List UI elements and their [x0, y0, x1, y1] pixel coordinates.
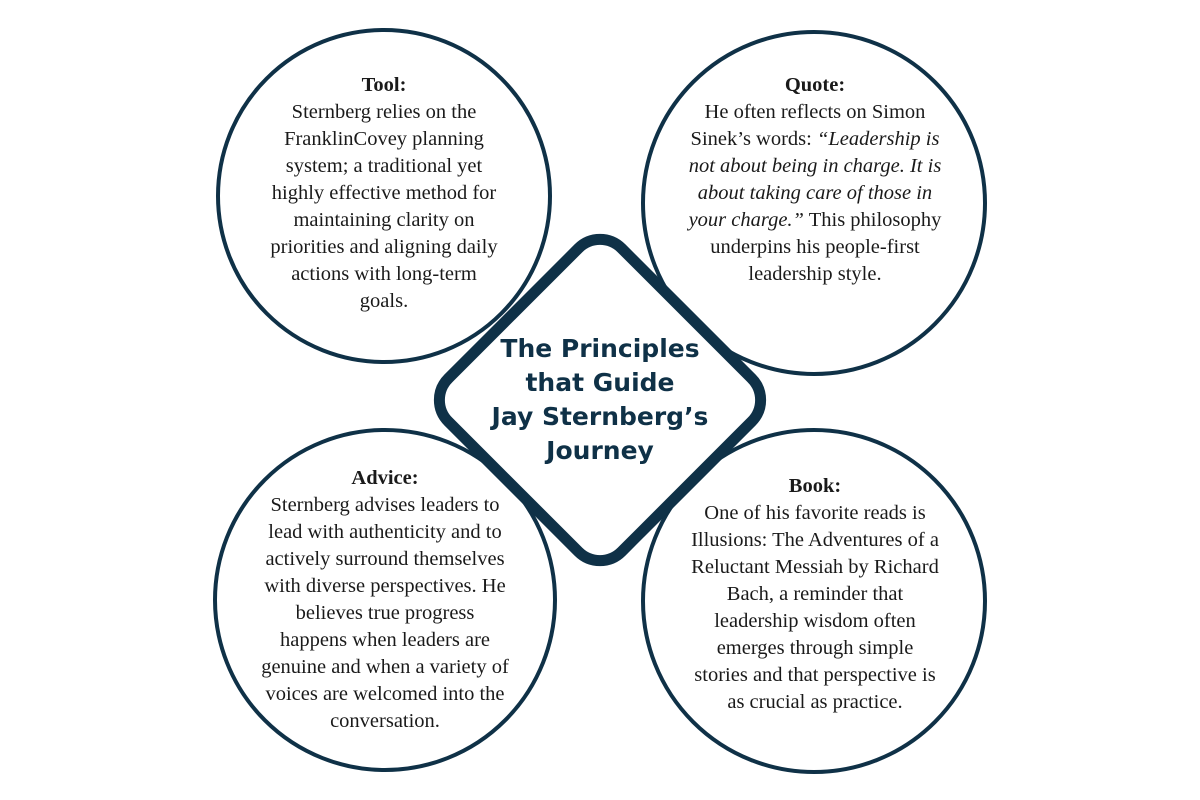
advice-section: Advice: Sternberg advises leaders to lea… [260, 465, 510, 735]
book-label: Book: [788, 475, 842, 497]
quote-label: Quote: [784, 74, 846, 96]
book-section: Book: One of his favorite reads is Illus… [688, 473, 942, 716]
book-circle [641, 428, 987, 774]
center-title-line: The Principles [500, 334, 700, 363]
tool-text: Sternberg relies on the FranklinCovey pl… [270, 101, 498, 312]
quote-section: Quote: He often reflects on Simon Sinek’… [680, 72, 950, 288]
quote-outro: This philosophy underpins his people-fir… [710, 209, 942, 285]
center-title: The Principles that Guide Jay Sternberg’… [460, 332, 740, 468]
center-title-line: Journey [546, 436, 654, 465]
tool-circle [216, 28, 552, 364]
tool-label: Tool: [361, 74, 407, 96]
quote-intro: He often reflects on Simon Sinek’s words… [690, 101, 926, 150]
book-text: One of his favorite reads is Illusions: … [691, 502, 939, 713]
quote-text: “Leadership is not about being in charge… [688, 128, 942, 231]
center-title-line: that Guide [525, 368, 675, 397]
advice-label: Advice: [351, 467, 419, 489]
center-title-line: Jay Sternberg’s [491, 402, 709, 431]
advice-text: Sternberg advises leaders to lead with a… [261, 494, 509, 732]
tool-section: Tool: Sternberg relies on the FranklinCo… [268, 72, 500, 315]
advice-circle [213, 428, 557, 772]
